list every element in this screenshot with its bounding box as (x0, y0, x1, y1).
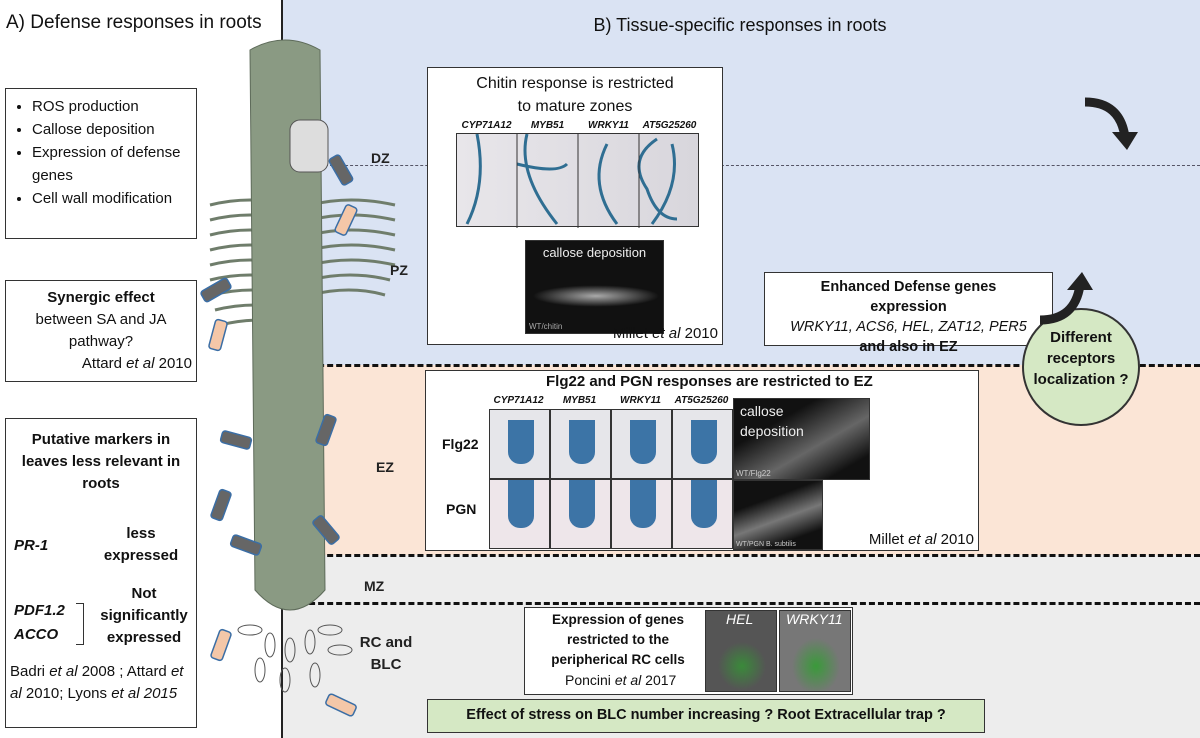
pr1-gene: PR-1 (14, 537, 49, 554)
expression-title: Expression of genes restricted to the pe… (551, 612, 685, 667)
defense-bullets-box: ROS productionCallose depositionExpressi… (5, 88, 197, 239)
gene-label: WRKY11 (620, 395, 661, 406)
pdf12-gene: PDF1.2 (14, 602, 65, 619)
flg-title: Flg22 and PGN responses are restricted t… (546, 373, 873, 390)
effect-stress-box: Effect of stress on BLC number increasin… (427, 699, 985, 733)
zone-label-pz: PZ (390, 262, 408, 278)
gus-stain-photo (550, 409, 611, 479)
chitin-box: Chitin response is restricted to mature … (427, 67, 723, 345)
gus-stain-photo (672, 409, 733, 479)
lateral-root-primordium (289, 119, 329, 173)
synergic-ref: Attard et al 2010 (81, 355, 192, 372)
defense-bullet: Expression of defense genes (32, 141, 188, 187)
photo-label-pgn: WT/PGN B. subtilis (736, 541, 796, 548)
enhanced-genes: WRKY11, ACS6, HEL, ZAT12, PER5 (790, 319, 1027, 335)
flg-gus-photos (489, 409, 733, 549)
synergic-text: between SA and JA pathway? (35, 311, 167, 350)
synergic-box: Synergic effect between SA and JA pathwa… (5, 280, 197, 382)
chitin-title: Chitin response is restricted to mature … (476, 75, 674, 115)
ref-part: et al 2015 (111, 685, 178, 702)
receptors-circle: Different receptors localization ? (1022, 308, 1140, 426)
ref-part: Badri (10, 663, 50, 680)
gus-stain-photo (611, 409, 672, 479)
row-label-flg22: Flg22 (442, 436, 479, 452)
gus-stain-photo (550, 479, 611, 549)
gene-label: CYP71A12 (461, 120, 512, 131)
enhanced-title: Enhanced Defense genes expression (820, 279, 997, 315)
defense-bullet: Callose deposition (32, 118, 188, 141)
panel-b-title: B) Tissue-specific responses in roots (593, 15, 887, 35)
zone-label-rc-blc: RC and BLC (359, 634, 413, 673)
callose-label: callose deposition (542, 245, 647, 260)
ref-part: 2010; Lyons (21, 685, 112, 702)
gene-label: MYB51 (530, 120, 565, 131)
zone-label-ez: EZ (376, 459, 394, 475)
enhanced-defense-box: Enhanced Defense genes expression WRKY11… (764, 272, 1053, 355)
rc-expression-box: Expression of genes restricted to the pe… (524, 607, 853, 695)
gus-stain-photo (489, 409, 550, 479)
root-stain-image (465, 133, 678, 228)
ez-mz-divider (282, 554, 1200, 557)
defense-bullet: Cell wall modification (32, 187, 188, 210)
gus-stain-photo (489, 479, 550, 549)
defense-bullet: ROS production (32, 95, 188, 118)
defense-bullet-list: ROS productionCallose depositionExpressi… (14, 95, 188, 210)
callose-label: callose deposition (740, 403, 804, 439)
chitin-callose-photo: callose deposition WT/chitin (525, 240, 664, 334)
chitin-gus-photos (456, 133, 699, 228)
root-body (249, 39, 326, 611)
gus-stain-photo (672, 479, 733, 549)
pr1-text: less expressed (103, 525, 179, 564)
ref-part: 2008 ; Attard (77, 663, 171, 680)
zone-label-mz: MZ (364, 578, 385, 594)
acco-gene: ACCO (14, 626, 59, 643)
photo-label: WT/chitin (529, 322, 563, 331)
ref-part: et al (49, 663, 78, 680)
gene-label: CYP71A12 (493, 395, 544, 406)
hel-image: HEL (705, 610, 777, 692)
flg22-pgn-box: Flg22 and PGN responses are restricted t… (425, 370, 979, 551)
bacteria (200, 154, 358, 717)
gene-label: MYB51 (562, 395, 597, 406)
mz-rc-divider (282, 602, 1200, 605)
curved-arrow-icon (1084, 97, 1138, 150)
expression-ref: Poncini et al 2017 (565, 672, 677, 688)
markers-title: Putative markers in leaves less relevant… (21, 431, 181, 492)
pdf-text: Not significantly expressed (100, 585, 188, 646)
gene-label: WRKY11 (588, 120, 629, 131)
putative-markers-box: Putative markers in leaves less relevant… (5, 418, 197, 728)
gus-stain-photo (611, 479, 672, 549)
flg22-callose-photo: callose deposition WT/Flg22 (733, 398, 870, 480)
pz-ez-divider (282, 364, 1200, 367)
bracket (76, 603, 84, 645)
ref-part: et al (10, 663, 184, 702)
root-illustration (200, 39, 396, 717)
pgn-callose-photo: WT/PGN B. subtilis (733, 480, 823, 550)
chitin-ref: Millet et al 2010 (612, 325, 718, 342)
flg-ref: Millet et al 2010 (868, 531, 974, 548)
curved-arrow-icon (1039, 272, 1093, 325)
dz-pz-divider (320, 165, 1200, 166)
gene-label: AT5G25260 (642, 120, 697, 131)
wrky11-image: WRKY11 (779, 610, 851, 692)
gene-label: AT5G25260 (674, 395, 729, 406)
markers-ref: Badri et al 2008 ; Attard et al 2010; Ly… (10, 661, 194, 705)
row-label-pgn: PGN (446, 501, 477, 517)
panel-a-title: A) Defense responses in roots (6, 12, 262, 33)
synergic-title: Synergic effect (47, 289, 155, 306)
enhanced-also: and also in EZ (859, 339, 958, 355)
zone-label-dz: DZ (371, 150, 390, 166)
photo-label-flg22: WT/Flg22 (736, 469, 771, 478)
